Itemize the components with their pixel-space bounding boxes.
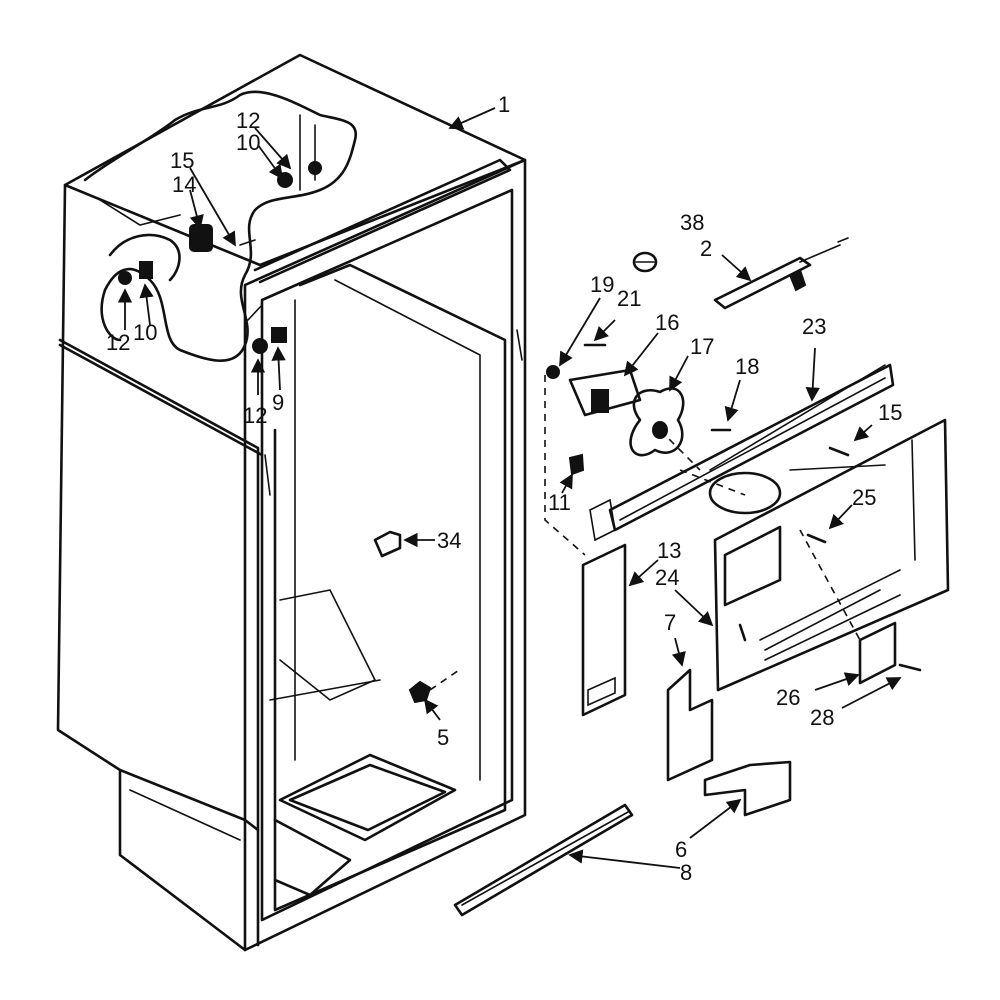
callout-1: 1 bbox=[498, 92, 510, 117]
callout-12-left: 12 bbox=[106, 330, 130, 355]
baffle-7 bbox=[666, 668, 714, 782]
wire-clip-10-left bbox=[139, 261, 153, 279]
leader-lines bbox=[117, 107, 902, 869]
callout-23: 23 bbox=[802, 314, 826, 339]
callout-12-lower: 12 bbox=[243, 403, 267, 428]
screw-25 bbox=[806, 533, 827, 544]
wire-clip-12-left bbox=[118, 271, 132, 285]
callout-10-left: 10 bbox=[133, 320, 157, 345]
duct-13 bbox=[581, 543, 627, 717]
callout-28: 28 bbox=[810, 705, 834, 730]
callout-26: 26 bbox=[776, 685, 800, 710]
callout-10-top: 10 bbox=[236, 130, 260, 155]
callout-24: 24 bbox=[655, 565, 679, 590]
callout-11: 11 bbox=[548, 490, 571, 515]
callout-21: 21 bbox=[617, 286, 641, 311]
fan-shroud-24 bbox=[708, 364, 950, 692]
grommet-38 bbox=[632, 251, 658, 273]
callout-25: 25 bbox=[852, 485, 876, 510]
callout-12-top: 12 bbox=[236, 108, 260, 133]
callout-6: 6 bbox=[675, 837, 687, 862]
callout-16: 16 bbox=[655, 310, 679, 335]
fan-motor-assembly bbox=[546, 343, 732, 476]
callout-14: 14 bbox=[172, 172, 196, 197]
nut-19 bbox=[546, 365, 560, 379]
harness-2 bbox=[713, 237, 849, 310]
callout-38: 38 bbox=[680, 210, 704, 235]
bracket-26 bbox=[858, 621, 897, 685]
clip-5 bbox=[408, 680, 432, 704]
evaporator-cover-23 bbox=[589, 363, 895, 542]
callout-8: 8 bbox=[680, 860, 692, 885]
callout-17: 17 bbox=[690, 334, 714, 359]
callout-7: 7 bbox=[664, 610, 676, 635]
wire-clip-9 bbox=[271, 327, 287, 343]
screw-28 bbox=[898, 663, 922, 672]
wire-clip-12-upper bbox=[308, 161, 322, 175]
callout-15-right: 15 bbox=[878, 400, 902, 425]
callout-2: 2 bbox=[700, 236, 712, 261]
callout-15-top: 15 bbox=[170, 148, 194, 173]
wire-clip-12-lower bbox=[252, 338, 268, 354]
fan-blade-17 bbox=[629, 387, 685, 457]
callout-18: 18 bbox=[735, 354, 759, 379]
wiring-harness bbox=[83, 90, 358, 362]
cabinet-liner bbox=[56, 53, 527, 952]
bracket-34 bbox=[373, 530, 402, 558]
callout-34: 34 bbox=[437, 528, 461, 553]
callout-9: 9 bbox=[272, 390, 284, 415]
wire-connector-14 bbox=[189, 224, 213, 252]
bracket-6 bbox=[703, 760, 792, 817]
motor-bracket-16 bbox=[568, 368, 642, 417]
rail-8 bbox=[453, 803, 634, 917]
motor-body bbox=[591, 389, 609, 413]
callout-13: 13 bbox=[657, 538, 681, 563]
clip-11 bbox=[568, 453, 585, 476]
callout-19: 19 bbox=[590, 272, 614, 297]
screw-15-right bbox=[828, 446, 850, 457]
callout-labels: 1 2 38 19 21 16 17 18 23 15 11 25 13 24 … bbox=[106, 92, 902, 885]
callout-5: 5 bbox=[437, 725, 449, 750]
